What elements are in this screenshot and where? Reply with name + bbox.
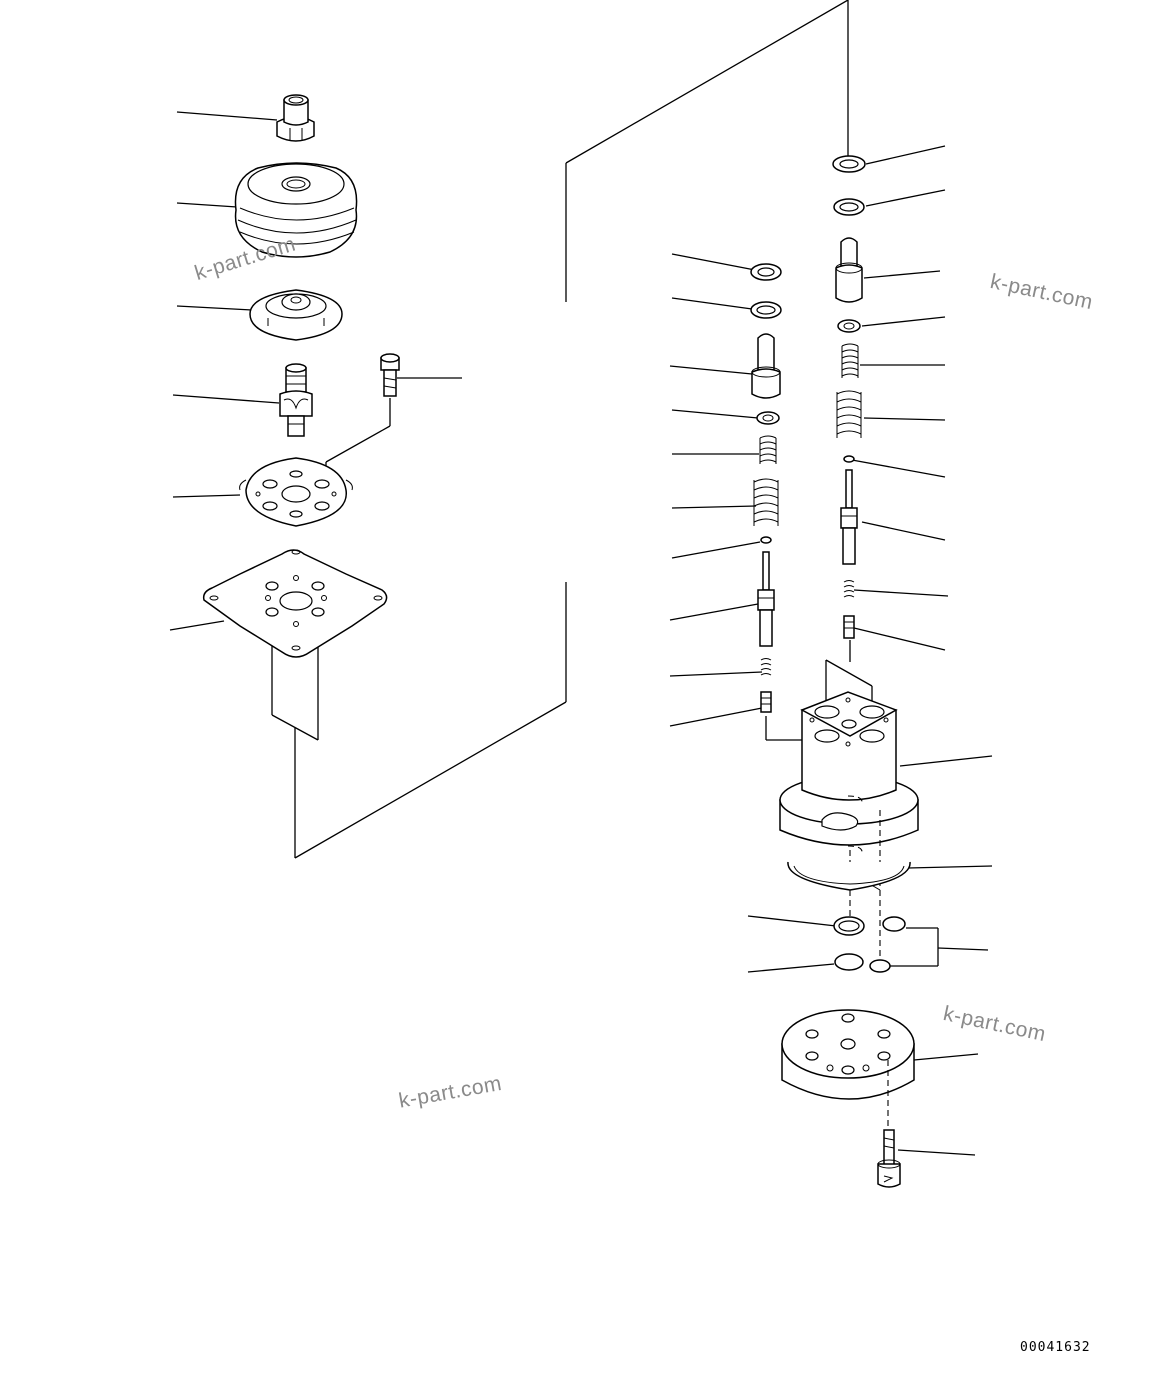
- drawing-number: 00041632: [1020, 1340, 1091, 1355]
- assembly-bracket-lines: [271, 0, 873, 859]
- base-plate-part: [202, 549, 388, 658]
- cover-part: [781, 1009, 915, 1140]
- leader-lines-left: [169, 111, 462, 631]
- o-ring-large: [787, 861, 911, 891]
- small-seals: [833, 916, 906, 973]
- middle-stack-parts: [750, 263, 782, 713]
- right-stack-parts: [832, 155, 866, 639]
- leader-lines-right: [747, 145, 993, 1156]
- cover-bolt-part: [877, 1129, 901, 1188]
- joint-part: [279, 363, 313, 437]
- plate-part: [239, 457, 353, 527]
- bolt-part: [380, 353, 400, 397]
- leader-lines-middle: [669, 253, 763, 727]
- retainer-part: [249, 289, 343, 341]
- valve-body-part: [779, 691, 919, 960]
- nut-part: [276, 94, 315, 142]
- boot-part: [234, 162, 358, 258]
